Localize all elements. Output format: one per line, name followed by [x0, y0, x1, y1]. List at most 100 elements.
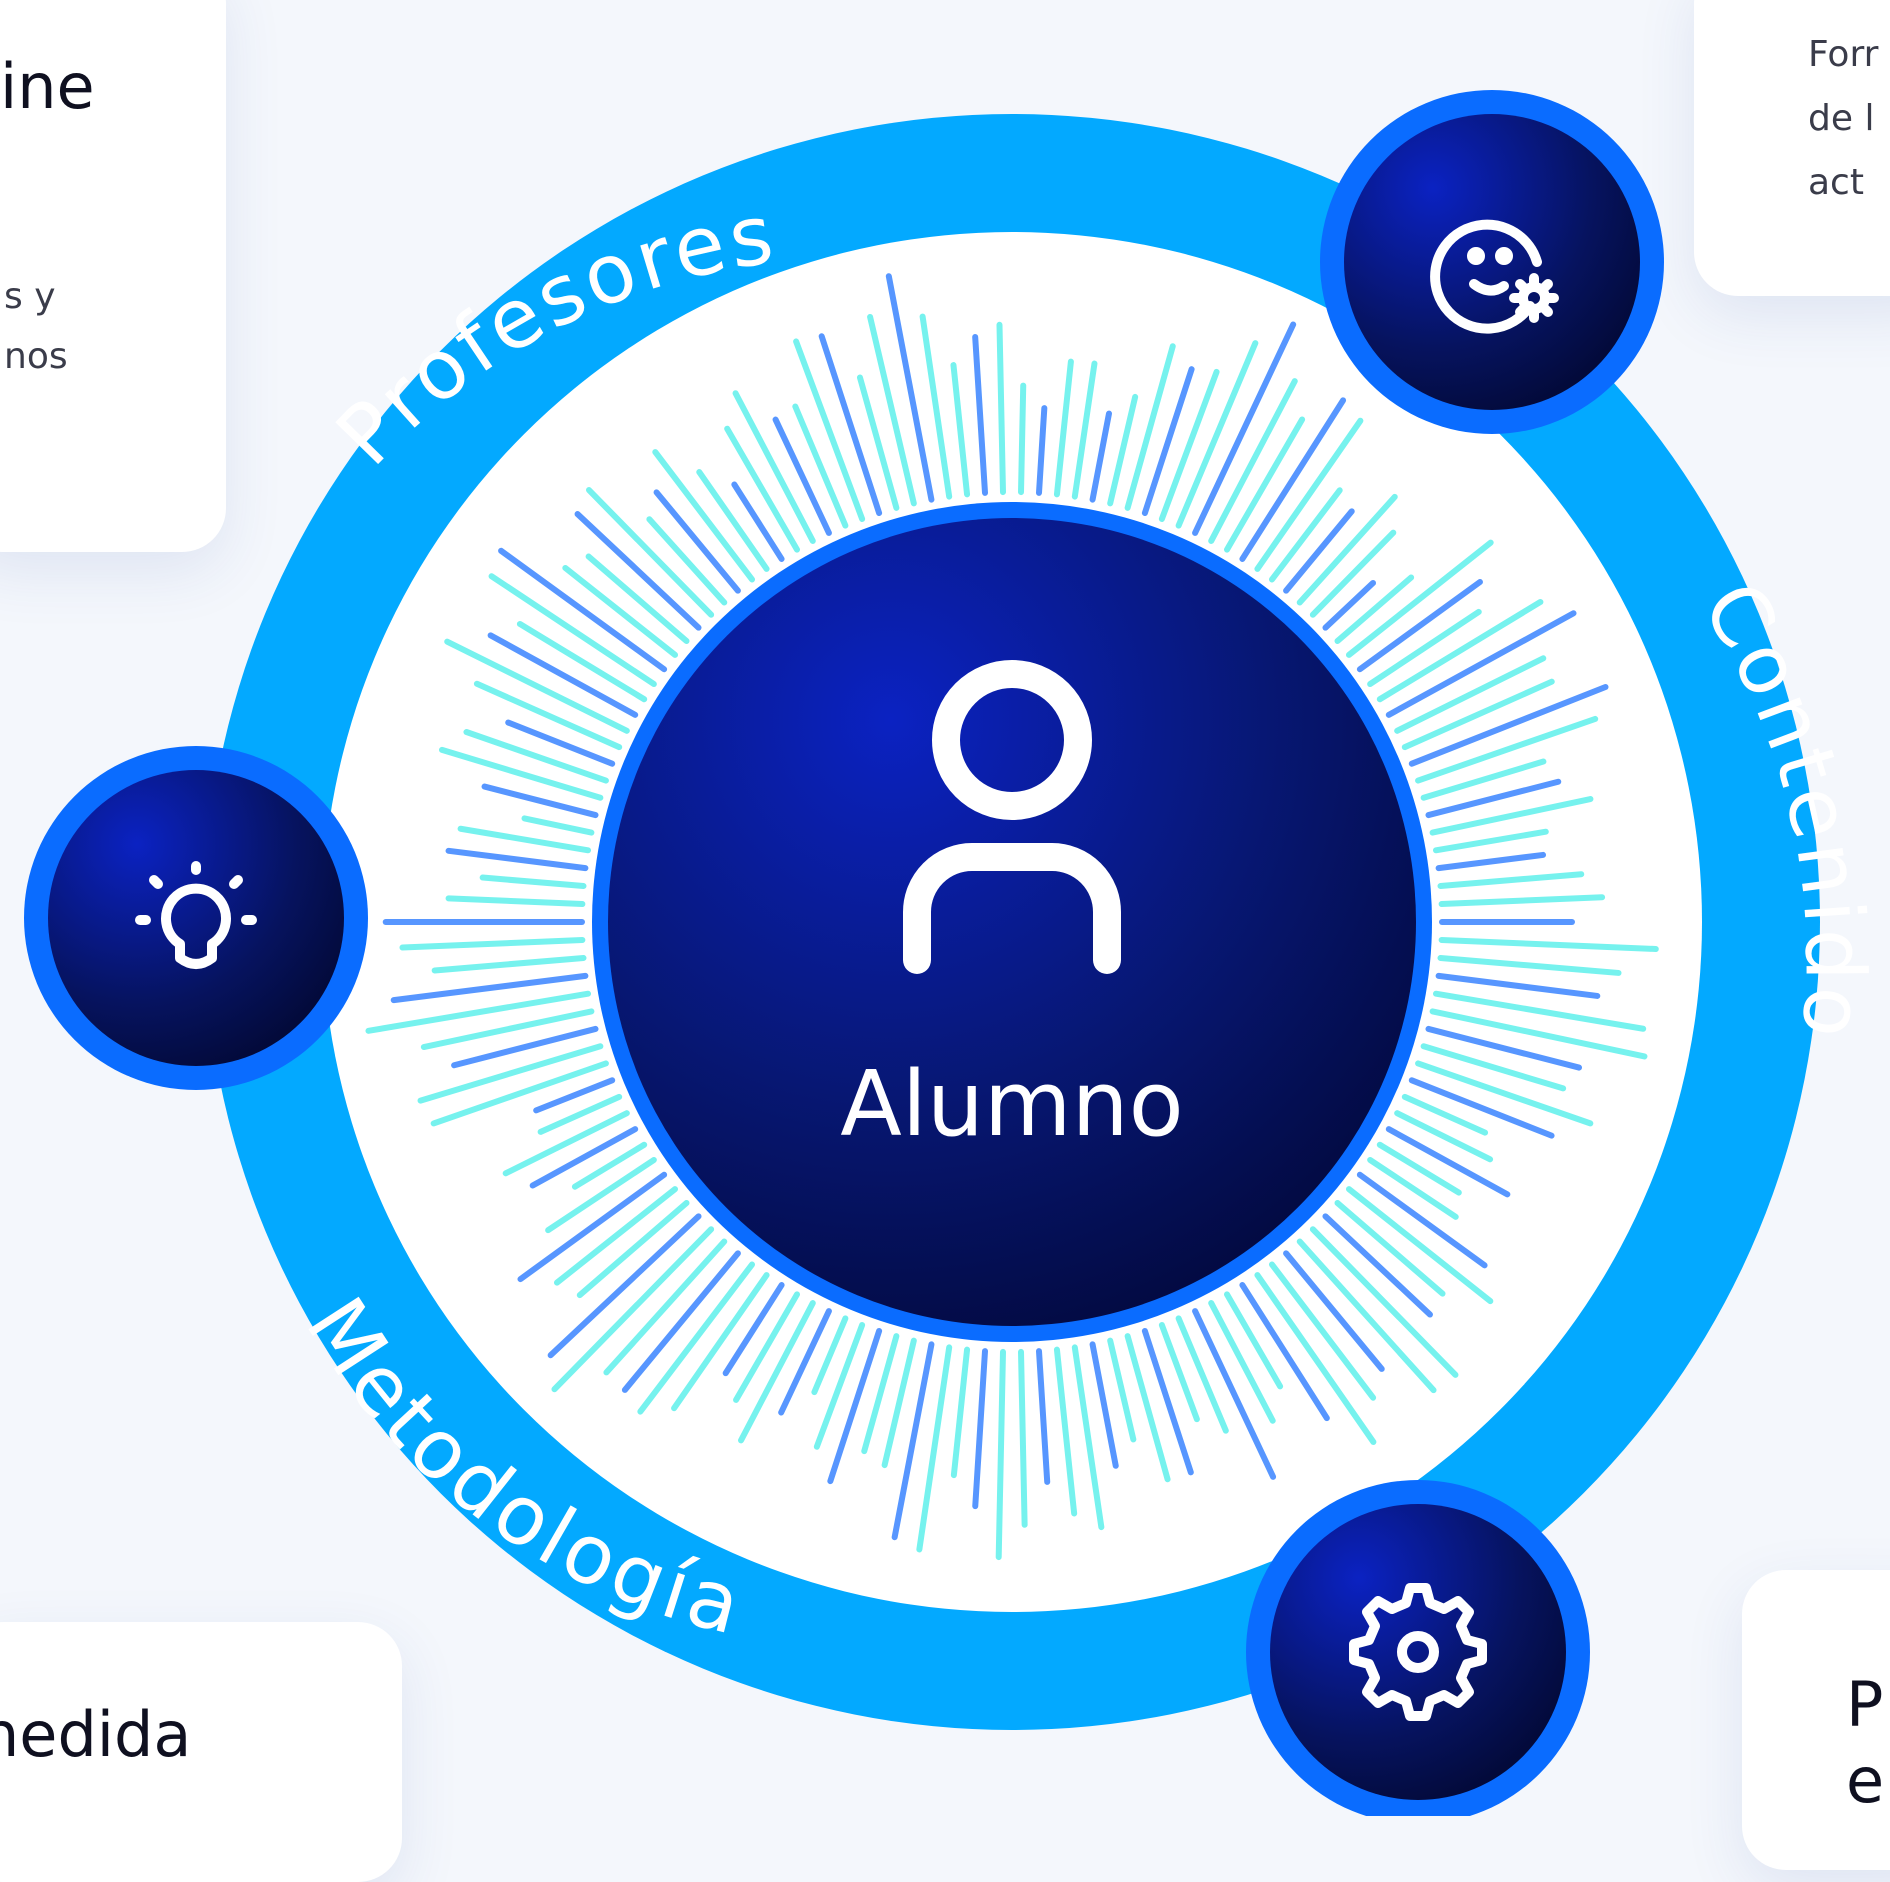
ray — [1089, 1341, 1119, 1469]
ray — [1283, 1250, 1385, 1372]
ray — [818, 333, 883, 517]
ray — [1035, 1348, 1051, 1485]
ray — [731, 481, 785, 562]
ray — [473, 680, 623, 751]
ray — [1408, 684, 1609, 767]
center-disc — [608, 518, 1416, 1326]
ray — [576, 1199, 690, 1299]
ray — [1367, 608, 1482, 688]
ray — [653, 489, 741, 594]
ray — [1107, 393, 1139, 507]
card-top-right-desc-line3: act — [1808, 162, 1864, 203]
face-gear-icon — [1430, 219, 1559, 334]
ray — [1158, 368, 1220, 522]
ray — [813, 1322, 866, 1450]
card-top-right-desc-line1: Forr — [1808, 34, 1879, 75]
ray — [919, 313, 953, 500]
ray — [792, 403, 849, 529]
card-top-right-desc-line2: de l — [1808, 98, 1875, 139]
ray — [502, 1110, 630, 1177]
ray — [1334, 1199, 1446, 1297]
ray — [652, 449, 756, 583]
center-label: Alumno — [840, 1052, 1183, 1157]
student-diagram: Alumno Profesores Contenido Metodología — [24, 90, 1878, 1816]
ray — [1124, 343, 1176, 511]
ray — [1394, 655, 1547, 734]
ray — [916, 1344, 953, 1553]
node-top-right[interactable] — [1320, 90, 1664, 434]
ray — [487, 632, 639, 718]
ray — [562, 564, 679, 658]
ray — [444, 638, 630, 734]
user-icon — [903, 660, 1121, 974]
rays-burst — [365, 273, 1659, 1561]
node-left[interactable] — [24, 746, 368, 1090]
ray — [390, 972, 589, 1004]
ray — [1296, 493, 1398, 606]
ray — [1309, 1226, 1459, 1378]
ray — [637, 1261, 756, 1415]
ray — [696, 469, 770, 572]
ray — [1071, 1344, 1105, 1531]
ray — [431, 954, 587, 974]
ray — [585, 487, 715, 618]
ray — [722, 1282, 785, 1377]
ray — [1089, 410, 1112, 503]
ray — [1429, 1008, 1648, 1060]
ray — [1239, 1282, 1330, 1422]
ray — [1208, 378, 1298, 544]
card-top-left-desc-line1: s y — [4, 276, 56, 317]
card-bottom-right-title-line2: e — [1846, 1744, 1885, 1817]
ray — [533, 1077, 616, 1114]
ray — [811, 1315, 849, 1396]
ray — [1268, 1261, 1377, 1401]
ray — [481, 783, 599, 819]
ray — [420, 1008, 595, 1051]
ray — [1224, 416, 1306, 553]
ray — [603, 1238, 728, 1376]
ray — [1192, 321, 1297, 536]
ray — [1367, 1156, 1459, 1220]
ray — [1296, 1238, 1437, 1394]
ray — [1018, 382, 1027, 496]
ray — [950, 362, 971, 498]
ray — [488, 573, 657, 688]
ray — [553, 1186, 679, 1286]
ray — [972, 334, 989, 496]
ray — [1254, 1272, 1377, 1445]
ray — [861, 1333, 900, 1455]
ray — [551, 1226, 715, 1393]
ray — [365, 990, 592, 1034]
ray — [1208, 1300, 1276, 1424]
ray — [1437, 954, 1622, 976]
ray — [1268, 487, 1343, 583]
ray — [574, 511, 702, 631]
ray — [1345, 539, 1494, 658]
ray — [463, 729, 609, 784]
ray — [1124, 1333, 1171, 1483]
ray — [1356, 579, 1483, 673]
ray — [1071, 360, 1098, 500]
ray — [438, 746, 604, 801]
ray — [1322, 579, 1377, 631]
ray — [1376, 598, 1544, 703]
ray — [1435, 851, 1547, 872]
ray — [867, 313, 917, 507]
card-bottom-left-title: nedida — [0, 1698, 192, 1771]
ray — [793, 338, 866, 522]
node-bottom-right[interactable] — [1246, 1480, 1590, 1816]
ray — [1385, 1126, 1511, 1198]
ray — [827, 1327, 883, 1485]
ray — [457, 825, 592, 854]
ray — [1141, 366, 1195, 517]
ray — [498, 547, 668, 673]
ray — [1158, 1322, 1200, 1423]
ray — [1415, 1060, 1594, 1127]
ray — [996, 321, 1006, 496]
ray — [1035, 405, 1048, 496]
ray — [1420, 1043, 1567, 1092]
ray — [1345, 1186, 1494, 1305]
ray — [417, 1043, 604, 1104]
ray — [1376, 1141, 1462, 1196]
ray — [856, 374, 900, 511]
